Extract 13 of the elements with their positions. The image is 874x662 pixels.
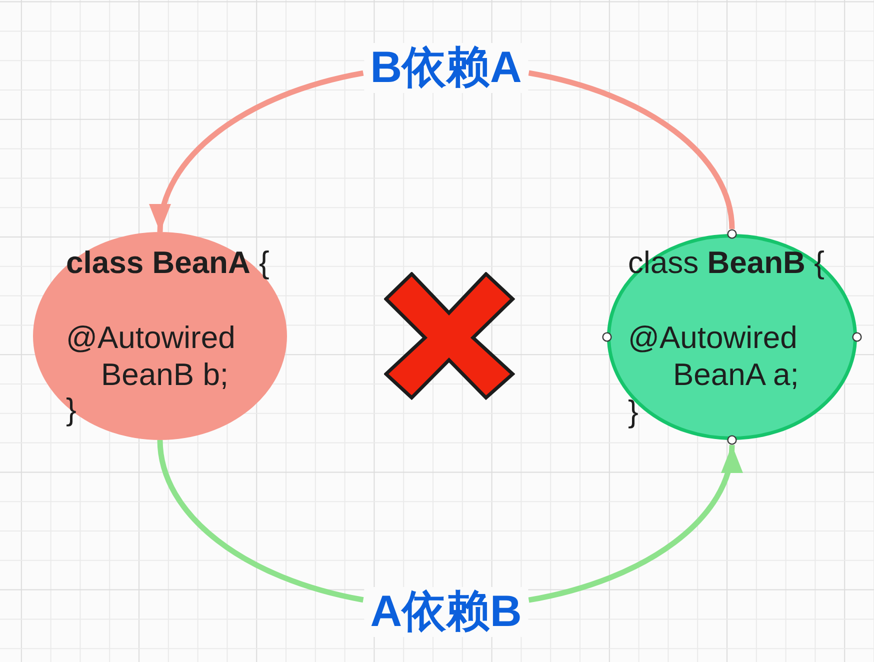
code-line: BeanA a;	[673, 357, 799, 393]
ellipse-node	[33, 232, 287, 440]
code-line: class BeanA {	[66, 245, 270, 281]
arrow	[157, 437, 740, 603]
ellipse-node	[607, 234, 857, 440]
code-line: @Autowired	[66, 320, 236, 356]
arrow	[152, 70, 735, 235]
edge-label: A依赖B	[364, 587, 528, 637]
code-line: }	[628, 394, 638, 430]
edge-label: B依赖A	[364, 43, 528, 93]
code-line: }	[66, 392, 76, 428]
code-line: @Autowired	[628, 320, 798, 356]
code-line: BeanB b;	[101, 357, 229, 393]
